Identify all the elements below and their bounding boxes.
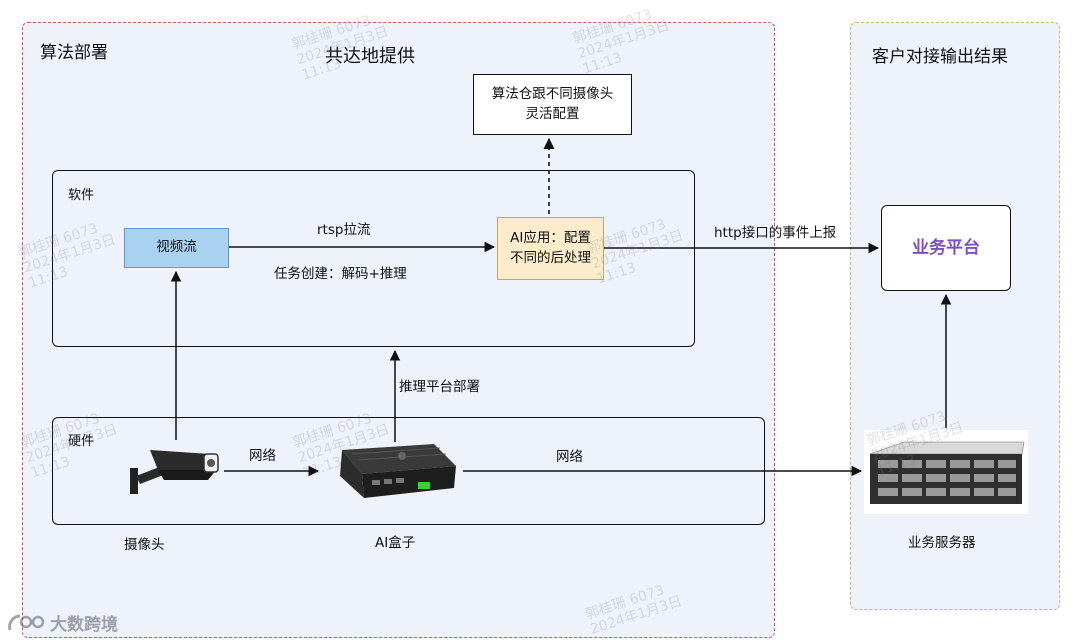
region-subtitle-left: 共达地提供 xyxy=(325,46,415,67)
task-label: 任务创建：解码+推理 xyxy=(274,266,407,282)
ai-box-icon xyxy=(340,444,456,498)
brand-watermark: 大数跨境 xyxy=(6,610,118,635)
infer-deploy-label: 推理平台部署 xyxy=(399,379,480,395)
algo-repo-line2: 灵活配置 xyxy=(525,105,580,122)
region-title-left: 算法部署 xyxy=(40,43,108,63)
business-platform-label: 业务平台 xyxy=(912,237,980,258)
ai-app-line1: AI应用：配置 xyxy=(510,229,591,246)
algorithm-deploy-region xyxy=(22,22,775,638)
brand-logo-icon xyxy=(8,614,45,630)
server-label: 业务服务器 xyxy=(908,535,976,551)
camera-icon xyxy=(130,450,219,494)
brand-text: 大数跨境 xyxy=(50,615,118,635)
server-icon xyxy=(864,430,1028,514)
video-stream-node: 视频流 xyxy=(124,228,229,268)
rtsp-label: rtsp拉流 xyxy=(317,222,371,238)
algo-repo-line1: 算法仓跟不同摄像头 xyxy=(491,85,614,102)
software-box xyxy=(52,170,695,347)
camera-label: 摄像头 xyxy=(124,537,165,553)
region-title-right: 客户对接输出结果 xyxy=(872,47,1008,67)
ai-app-node: AI应用：配置 不同的后处理 xyxy=(497,217,604,280)
http-label: http接口的事件上报 xyxy=(714,225,837,241)
algo-repo-node: 算法仓跟不同摄像头 灵活配置 xyxy=(473,74,632,135)
net2-label: 网络 xyxy=(556,449,583,465)
video-stream-label: 视频流 xyxy=(156,239,197,256)
ai-box-label: AI盒子 xyxy=(375,535,416,551)
ai-app-line2: 不同的后处理 xyxy=(510,249,591,266)
software-label: 软件 xyxy=(68,188,95,203)
net1-label: 网络 xyxy=(249,448,276,464)
business-platform-node: 业务平台 xyxy=(881,205,1011,291)
hardware-label: 硬件 xyxy=(68,434,95,449)
